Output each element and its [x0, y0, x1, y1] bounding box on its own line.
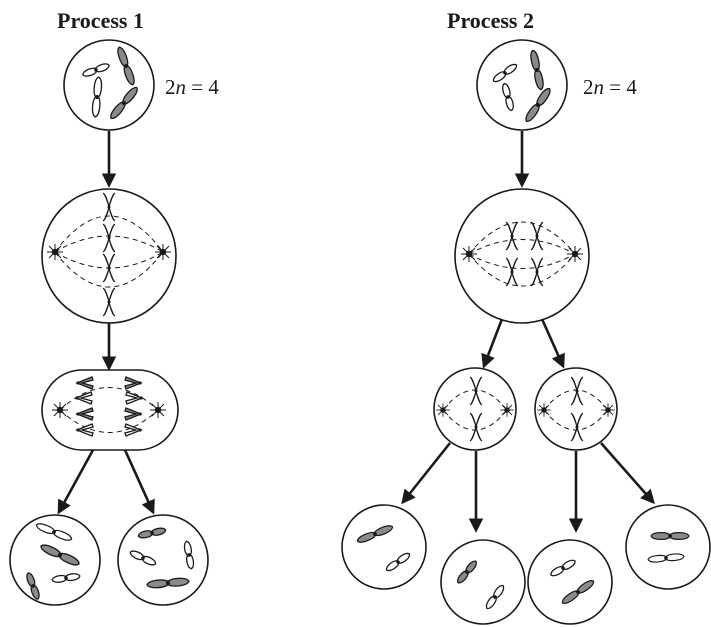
process2-metaphase-II-cell-right: [534, 367, 618, 451]
process2-parent-cell: [476, 39, 568, 131]
process2-ploidy-label: 2n = 4: [583, 75, 637, 99]
arrow: [481, 318, 504, 369]
process1-daughter-cell-2: [117, 514, 209, 606]
process2-diagram: [341, 39, 711, 625]
process2-gamete-cell-2: [440, 539, 526, 625]
process2-title: Process 2: [447, 8, 534, 33]
arrow: [57, 449, 95, 515]
process2-gamete-cell-1: [341, 504, 427, 590]
process1-diagram: [9, 39, 209, 606]
process2-gamete-cell-3: [527, 539, 613, 625]
process1-ploidy-label: 2n = 4: [165, 75, 219, 99]
process1-title: Process 1: [57, 8, 144, 33]
arrow: [600, 442, 655, 505]
process1-daughter-cell-1: [9, 514, 101, 606]
arrow: [123, 449, 155, 515]
process2-metaphase-cell: [454, 188, 590, 324]
process1-parent-cell: [63, 39, 155, 131]
arrow: [401, 442, 452, 505]
process2-metaphase-II-cell-left: [433, 367, 517, 451]
arrow: [540, 318, 565, 369]
process1-anaphase-cell: [41, 369, 179, 451]
process1-metaphase-cell: [41, 188, 177, 324]
process2-gamete-cell-4: [625, 504, 711, 590]
